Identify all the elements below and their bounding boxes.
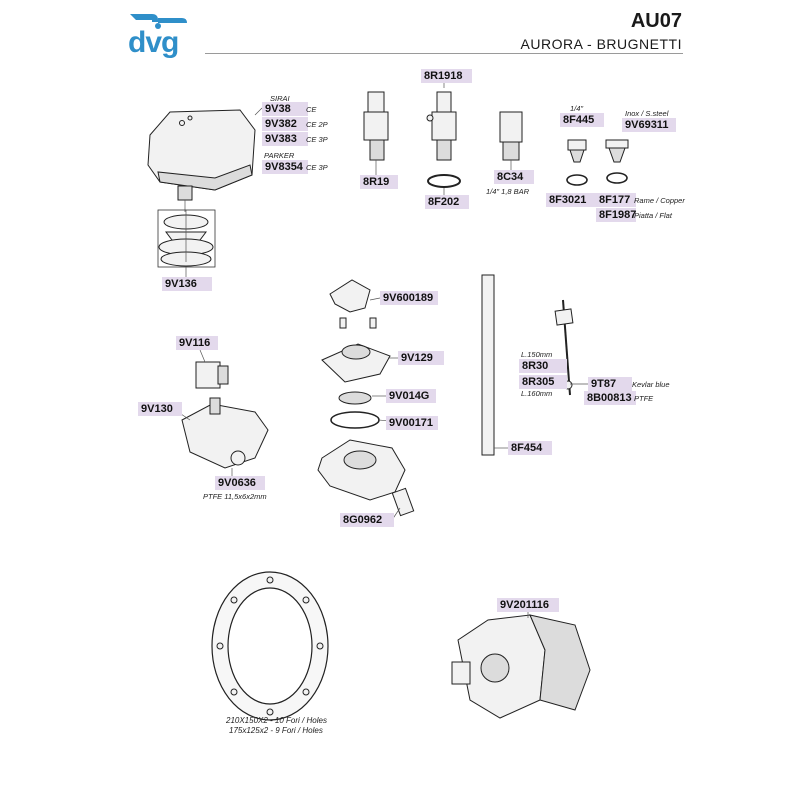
code-9V136: 9V136 [162, 277, 212, 291]
note-quarter-inch: 1/4" [570, 104, 584, 113]
code-9V201116: 9V201116 [497, 598, 559, 612]
note-ptfe: PTFE [634, 394, 654, 403]
code-9V116: 9V116 [176, 336, 218, 350]
note-flat: Piatta / Flat [634, 211, 672, 220]
pump-body-drawing [317, 439, 415, 517]
note-parker: PARKER [264, 151, 295, 160]
code-8F1987: 8F1987 [596, 208, 636, 222]
code-9V382: 9V382 [262, 117, 308, 131]
code-9V129: 9V129 [398, 351, 444, 365]
code-8F454: 8F454 [508, 441, 552, 455]
note-quarter-bar: 1/4" 1,8 BAR [486, 187, 530, 196]
relief-valve-drawing-2 [426, 91, 457, 161]
note-l160: L.160mm [521, 389, 553, 398]
note-inox: Inox / S.steel [625, 109, 669, 118]
code-9V383: 9V383 [262, 132, 308, 146]
code-9V600189: 9V600189 [380, 291, 438, 305]
code-8R305: 8R305 [519, 375, 567, 389]
code-8R1918: 8R1918 [421, 69, 472, 83]
check-valve-drawing [499, 111, 523, 161]
code-8F3021: 8F3021 [546, 193, 596, 207]
relief-valve-drawing [363, 91, 389, 161]
code-8R19: 8R19 [360, 175, 398, 189]
note-ce: CE [306, 105, 317, 114]
code-8F202: 8F202 [425, 195, 469, 209]
note-ptfe-size: PTFE 11,5x6x2mm [203, 492, 267, 501]
note-kevlar: Kevlar blue [632, 380, 670, 389]
code-8F177: 8F177 [596, 193, 636, 207]
code-9V38: 9V38 [262, 102, 308, 116]
code-9V8354: 9V8354 [262, 160, 308, 174]
note-sirai: SIRAI [270, 94, 290, 103]
brand-name: AURORA - BRUGNETTI [520, 36, 682, 52]
tube-drawing [481, 274, 495, 456]
note-ce2p: CE 2P [306, 120, 328, 129]
model-code: AU07 [630, 10, 682, 32]
impeller-drawing [338, 391, 372, 405]
code-9V0636: 9V0636 [215, 476, 265, 490]
pressure-switch-drawing [147, 109, 256, 212]
code-9V014G: 9V014G [386, 389, 436, 403]
flange-drawing [321, 343, 391, 383]
fitting-drawing [567, 139, 587, 163]
note-ce3p-b: CE 3P [306, 163, 328, 172]
faucet-icon [130, 14, 187, 29]
dvg-logo: dvg [118, 8, 198, 60]
note-copper: Rame / Copper [634, 196, 685, 205]
probe-drawing [554, 299, 574, 396]
solenoid-body-drawing [181, 397, 269, 469]
logo-text: dvg [128, 26, 179, 59]
pump-unit-drawing [451, 614, 591, 719]
diaphragm-drawing [158, 210, 214, 267]
gasket-drawing [211, 571, 329, 721]
code-9V130: 9V130 [138, 402, 182, 416]
inox-fitting-drawing [605, 139, 629, 163]
code-9T87: 9T87 [588, 377, 632, 391]
code-8R30: 8R30 [519, 359, 567, 373]
code-9V69311: 9V69311 [622, 118, 676, 132]
header-divider [205, 53, 683, 54]
note-ce3p: CE 3P [306, 135, 328, 144]
note-gasket-2: 175x125x2 - 9 Fori / Holes [229, 726, 323, 735]
note-l150: L.150mm [521, 350, 553, 359]
code-8F445: 8F445 [560, 113, 604, 127]
code-8C34: 8C34 [494, 170, 534, 184]
code-8G0962: 8G0962 [340, 513, 394, 527]
cap-drawing [329, 279, 377, 329]
note-gasket-1: 210X150X2 - 10 Fori / Holes [226, 716, 327, 725]
code-8B00813: 8B00813 [584, 391, 636, 405]
solenoid-coil-drawing [195, 361, 229, 389]
code-9V00171: 9V00171 [386, 416, 438, 430]
